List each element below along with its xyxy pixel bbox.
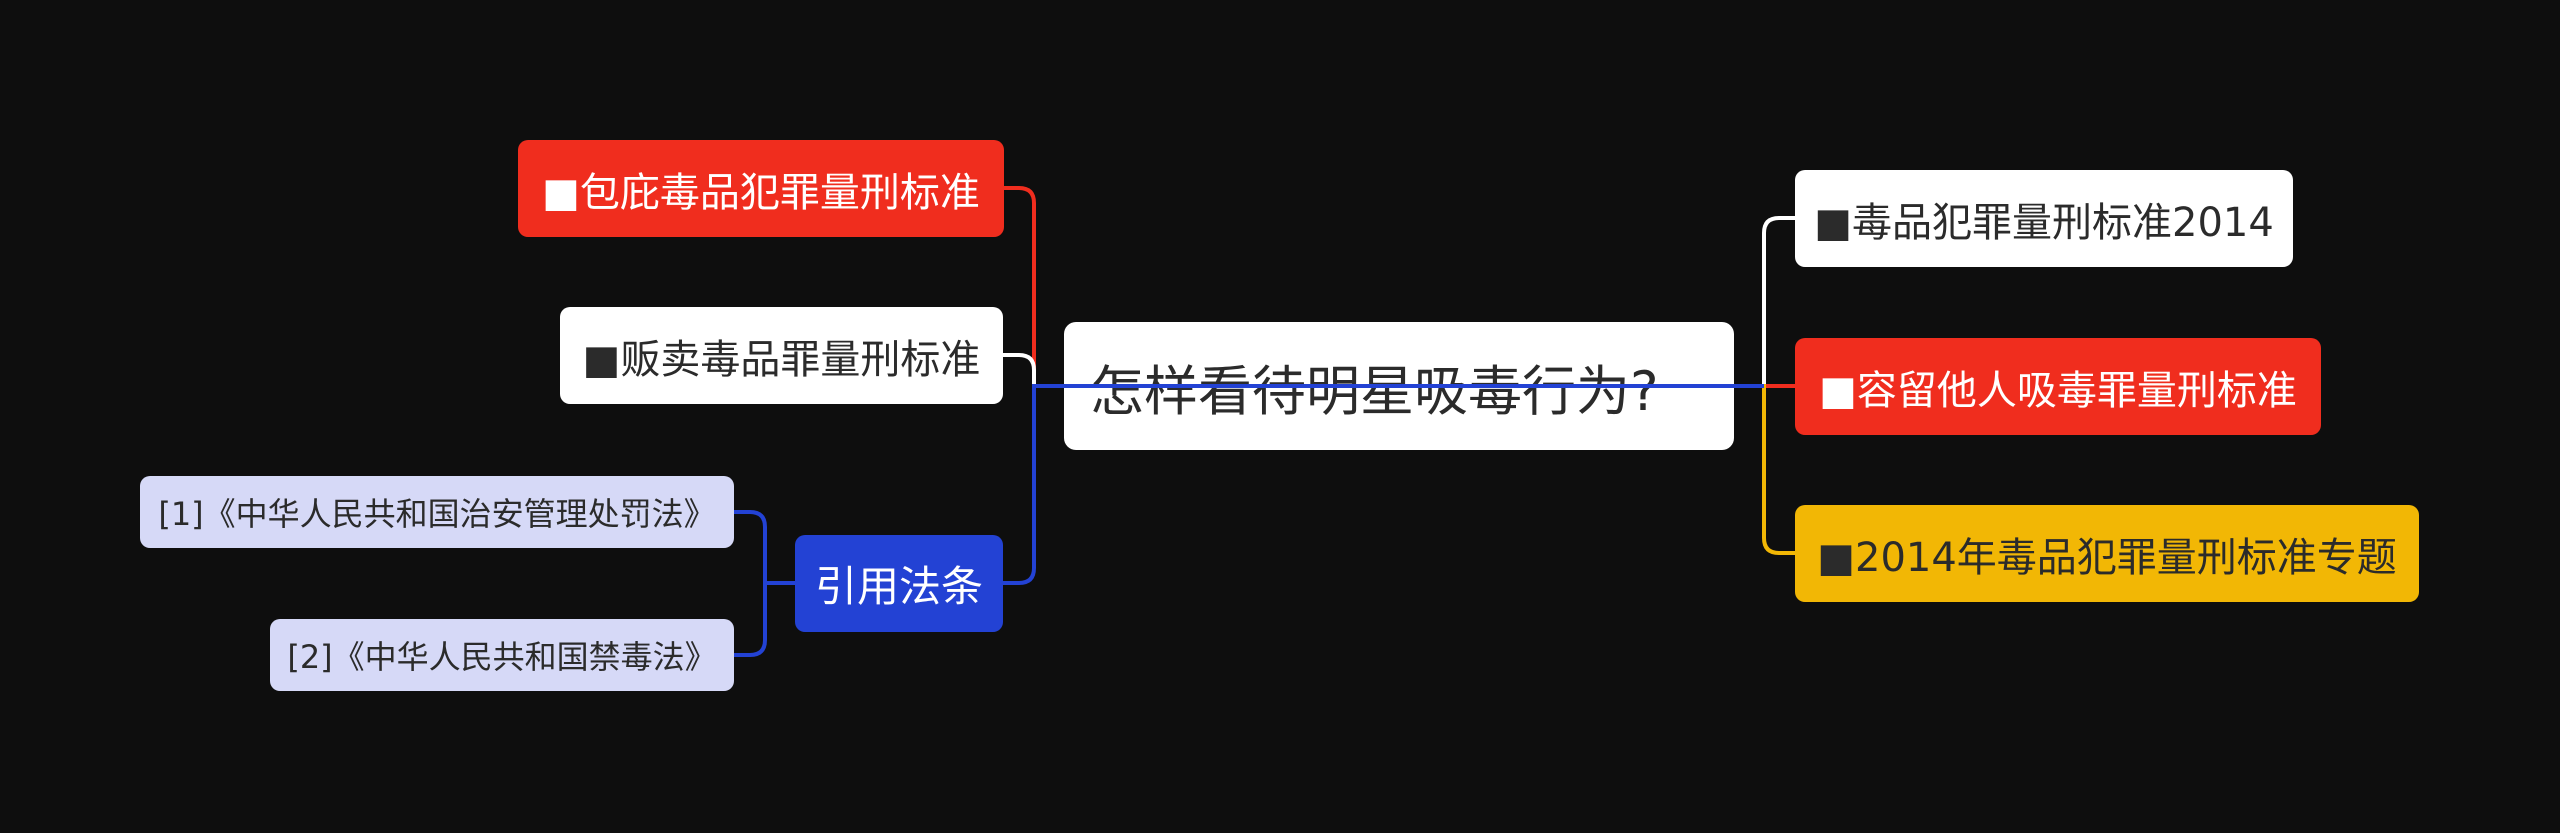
node-law-public-security[interactable]: [1]《中华人民共和国治安管理处罚法》: [140, 476, 734, 548]
node-drug-crime-2014[interactable]: ■毒品犯罪量刑标准2014: [1795, 170, 2293, 267]
connector-law-to-item-2: [734, 581, 795, 657]
connector-center-to-left-blue: [1003, 384, 1064, 585]
node-label: ■包庇毒品犯罪量刑标准: [542, 169, 980, 216]
node-label: ■2014年毒品犯罪量刑标准专题: [1817, 534, 2397, 581]
node-drug-trafficking[interactable]: ■贩卖毒品罪量刑标准: [560, 307, 1003, 404]
node-central-topic[interactable]: 怎样看待明星吸毒行为?: [1064, 322, 1734, 450]
node-2014-topic[interactable]: ■2014年毒品犯罪量刑标准专题: [1795, 505, 2419, 602]
central-topic-label: 怎样看待明星吸毒行为?: [1090, 359, 1659, 423]
node-label: ■容留他人吸毒罪量刑标准: [1819, 367, 2297, 414]
node-law-anti-drug[interactable]: [2]《中华人民共和国禁毒法》: [270, 619, 734, 691]
node-harboring-drug-crime[interactable]: ■包庇毒品犯罪量刑标准: [518, 140, 1004, 237]
connector-center-to-right-yellow: [1734, 384, 1795, 555]
node-label: 引用法条: [814, 562, 983, 611]
connector-center-to-left-white: [1003, 353, 1064, 388]
node-harboring-drug-use[interactable]: ■容留他人吸毒罪量刑标准: [1795, 338, 2321, 435]
node-label: [2]《中华人民共和国禁毒法》: [287, 638, 717, 676]
connector-law-to-item-1: [734, 510, 795, 585]
node-label: ■贩卖毒品罪量刑标准: [582, 336, 981, 383]
node-cited-laws[interactable]: 引用法条: [795, 535, 1003, 632]
connector-center-to-left-red: [1004, 186, 1064, 388]
node-label: ■毒品犯罪量刑标准2014: [1814, 199, 2274, 246]
node-label: [1]《中华人民共和国治安管理处罚法》: [158, 495, 716, 533]
connector-center-to-right-white: [1734, 216, 1795, 388]
